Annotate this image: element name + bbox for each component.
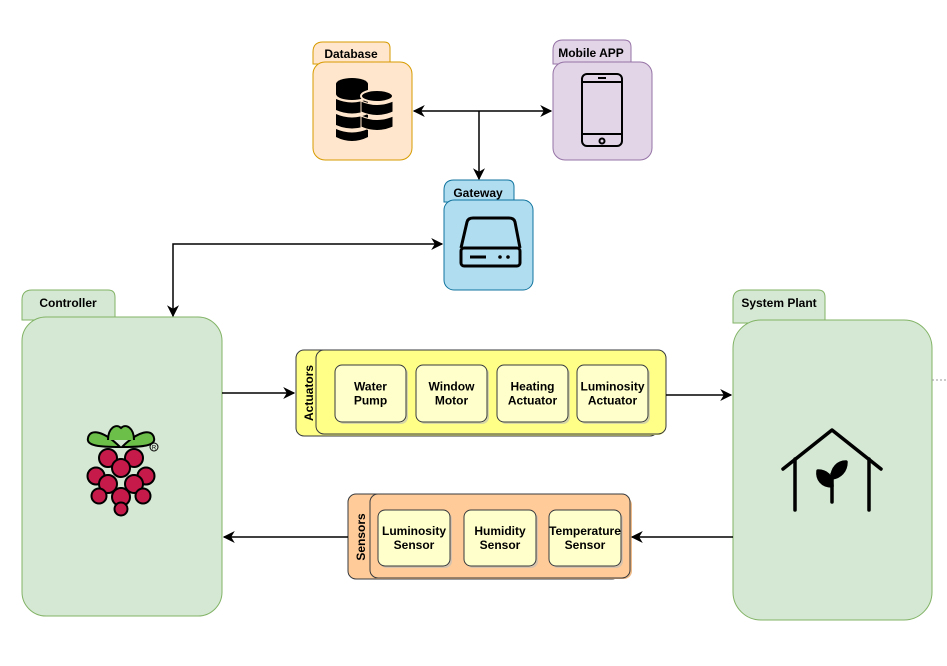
actuator-item-label: Water (354, 380, 387, 394)
actuator-item-label: Luminosity (580, 380, 644, 394)
actuator-item-box (576, 364, 649, 423)
gateway-label: Gateway (453, 186, 503, 200)
sensor-item-label: Luminosity (382, 524, 446, 538)
actuator-item-label: Actuator (588, 394, 638, 408)
sensor-item-label: Temperature (549, 524, 621, 538)
actuator-item-label: Window (429, 380, 476, 394)
actuator-item-label: Pump (354, 394, 387, 408)
sensor-item-label: Sensor (565, 538, 606, 552)
mobile-app-node: Mobile APP (552, 39, 653, 161)
actuator-item-label: Motor (435, 394, 469, 408)
database-node: Database (312, 41, 413, 161)
raspberry-pi-logo: R (86, 425, 159, 517)
mobile-app-label: Mobile APP (558, 46, 624, 60)
sensor-item-label: Sensor (480, 538, 521, 552)
greenhouse-plant-icon (781, 428, 883, 512)
gateway-node: Gateway (443, 179, 534, 291)
smartphone-icon (581, 73, 623, 147)
database-label: Database (324, 47, 378, 61)
actuator-item-label: Heating (510, 380, 554, 394)
sensor-item-box (463, 509, 537, 567)
svg-text:R: R (152, 446, 157, 452)
sensor-item-label: Sensor (394, 538, 435, 552)
actuators-label: Actuators (302, 365, 316, 421)
controller-node: Controller R (21, 289, 223, 617)
hard-drive-icon (459, 216, 522, 268)
system-plant-node: System Plant (732, 289, 933, 621)
sensor-item-label: Humidity (474, 524, 526, 538)
sensor-item-box (377, 509, 451, 567)
sensors-label: Sensors (354, 513, 368, 561)
controller-label: Controller (39, 296, 97, 310)
actuator-item-label: Actuator (508, 394, 558, 408)
actuator-item-box (415, 364, 488, 423)
actuator-item-box (334, 364, 407, 423)
sensor-item-box (548, 509, 622, 567)
system-plant-label: System Plant (741, 296, 816, 310)
database-icon (336, 78, 394, 141)
gateway-controller-connector (167, 238, 444, 318)
actuator-item-box (496, 364, 569, 423)
